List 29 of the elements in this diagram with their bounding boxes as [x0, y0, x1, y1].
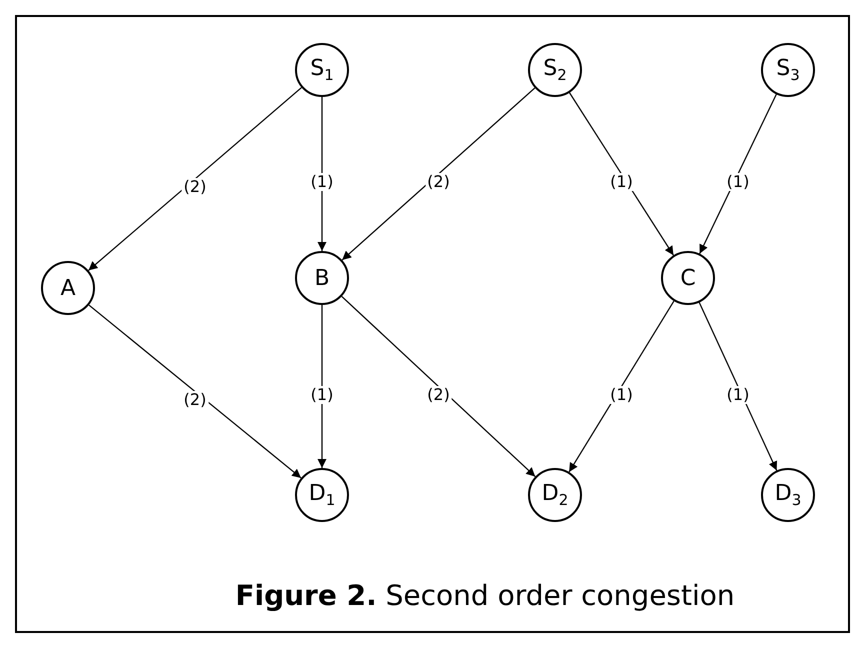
arrow	[88, 304, 302, 478]
arrow	[568, 300, 674, 472]
arrow	[342, 88, 536, 260]
arrow	[699, 94, 777, 254]
arrow	[569, 92, 674, 256]
node-circle	[761, 468, 815, 522]
node-label: D$_{3}$	[774, 481, 802, 509]
node-circle	[295, 43, 349, 97]
node-label: C	[680, 266, 696, 290]
node-circle	[41, 261, 95, 315]
node-label: A	[60, 276, 76, 300]
figure-caption: Figure 2. Second order congestion	[234, 579, 736, 612]
node-circle	[295, 468, 349, 522]
node-label: B	[314, 266, 330, 290]
arrow	[318, 97, 326, 251]
arrow	[698, 302, 778, 471]
arrow	[88, 87, 302, 271]
node-label: D$_{1}$	[308, 481, 336, 509]
node-circle	[295, 251, 349, 305]
node-circle	[528, 43, 582, 97]
node-circle	[761, 43, 815, 97]
arrow	[318, 305, 326, 468]
node-label: S$_{3}$	[776, 56, 800, 84]
arrow	[341, 296, 536, 478]
node-circle	[661, 251, 715, 305]
node-label: D$_{2}$	[542, 481, 568, 509]
node-label: S$_{2}$	[543, 56, 567, 84]
node-label: S$_{1}$	[310, 56, 334, 84]
node-circle	[528, 468, 582, 522]
